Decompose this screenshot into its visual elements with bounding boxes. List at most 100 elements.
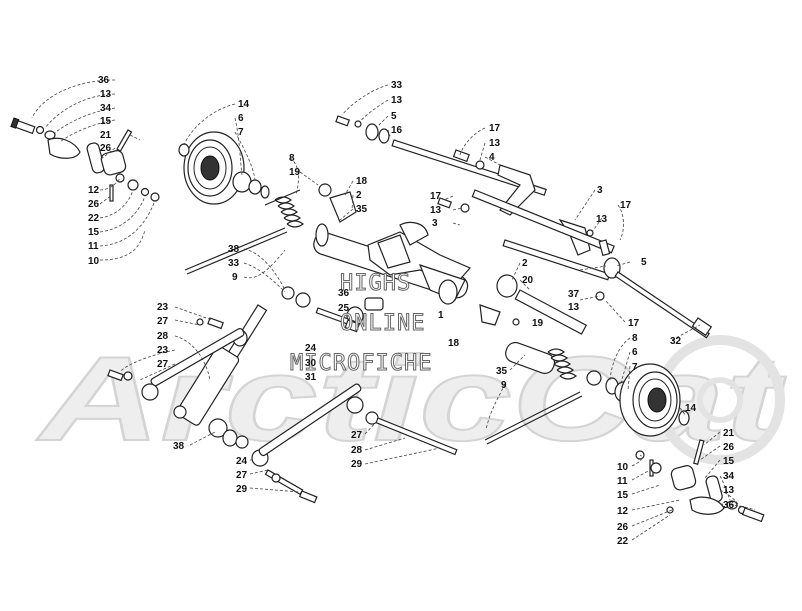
shock-absorber [176, 286, 311, 449]
callout: 27 [236, 470, 248, 481]
callout: 21 [723, 428, 735, 439]
callout: 10 [88, 256, 100, 267]
callout: 9 [232, 272, 238, 283]
spring-bushing [318, 183, 332, 197]
callout: 14 [685, 403, 697, 414]
callout: 28 [157, 331, 169, 342]
callout: 35 [356, 204, 368, 215]
callout: 13 [391, 95, 403, 106]
callout: 17 [489, 123, 501, 134]
callout: 6 [632, 347, 638, 358]
watermark-line-1: HIGHS [340, 271, 411, 296]
callout: 19 [532, 318, 544, 329]
callout: 27 [351, 430, 363, 441]
callout: 13 [723, 485, 735, 496]
microfiche-watermark: HIGHS ONLINE MICROFICHE [290, 271, 432, 377]
callout: 26 [100, 143, 112, 154]
upper-left-bolt [10, 117, 36, 135]
callout: 13 [100, 89, 112, 100]
center-right-rods [479, 274, 605, 335]
callout: 38 [228, 244, 240, 255]
callout: 31 [305, 372, 317, 383]
callout: 29 [236, 484, 248, 495]
callout: 17 [430, 191, 442, 202]
callout: 22 [88, 213, 100, 224]
callout: 33 [391, 80, 403, 91]
callout: 15 [100, 116, 112, 127]
upper-link-arm [107, 317, 248, 401]
callout: 3 [597, 185, 603, 196]
pivot-bracket [329, 191, 357, 223]
callout: 23 [157, 302, 169, 313]
callout: 12 [617, 506, 629, 517]
callout: 6 [238, 113, 244, 124]
upper-idler-wheel [178, 131, 270, 205]
callout: 5 [391, 111, 397, 122]
callout: 26 [617, 522, 629, 533]
callout: 27 [157, 316, 169, 327]
callout: 33 [228, 258, 240, 269]
washer [35, 125, 45, 135]
callout: 29 [351, 459, 363, 470]
leader-lines [31, 79, 756, 541]
callout: 8 [632, 333, 638, 344]
callout: 7 [238, 127, 244, 138]
callout: 27 [157, 359, 169, 370]
washer [44, 130, 56, 140]
callout: 8 [289, 153, 295, 164]
left-torsion-spring [184, 189, 305, 275]
callout: 17 [628, 318, 640, 329]
callout: 5 [641, 257, 647, 268]
callout: 13 [430, 205, 442, 216]
callout: 22 [617, 536, 629, 547]
callout: 18 [448, 338, 460, 349]
callout: 13 [489, 138, 501, 149]
lower-link-arm [173, 383, 458, 504]
callout: 15 [617, 490, 629, 501]
callout: 12 [88, 185, 100, 196]
callout: 24 [236, 456, 248, 467]
callout: 36 [723, 500, 735, 511]
callout: 25 [338, 303, 350, 314]
callout: 32 [670, 336, 682, 347]
callout: 11 [617, 476, 628, 487]
axle-block [100, 150, 127, 176]
callout: 16 [391, 125, 403, 136]
callout: 21 [100, 130, 112, 141]
callout: 15 [88, 227, 100, 238]
callout: 30 [305, 358, 317, 369]
center-bolt [315, 307, 361, 333]
callout: 24 [305, 343, 317, 354]
center-cross-shaft-assembly [313, 191, 471, 326]
callout: 23 [157, 345, 169, 356]
washer [150, 192, 160, 202]
long-bolt [603, 257, 713, 339]
washer [140, 187, 150, 197]
upper-left-idler-assembly [10, 117, 270, 205]
callout: 20 [522, 275, 534, 286]
callout: 10 [617, 462, 629, 473]
right-torsion-spring [484, 341, 602, 445]
callout: 2 [522, 258, 528, 269]
callout: 36 [98, 75, 110, 86]
callout: 34 [100, 103, 112, 114]
callout: 36 [338, 288, 350, 299]
lower-idler-wheel [605, 363, 690, 437]
cotter-pin [116, 129, 133, 152]
callout: 1 [438, 310, 444, 321]
callout: 15 [723, 456, 735, 467]
callout: 11 [88, 241, 99, 252]
washer [115, 173, 125, 183]
callout: 13 [568, 302, 580, 313]
callout: 7 [632, 362, 638, 373]
watermark-line-3: MICROFICHE [290, 351, 432, 376]
callout: 13 [596, 214, 608, 225]
callout: 3 [432, 218, 438, 229]
callout: 9 [501, 380, 507, 391]
callout: 2 [356, 190, 362, 201]
callout: 37 [568, 289, 580, 300]
callout: 38 [173, 441, 185, 452]
axle-bracket [47, 137, 81, 159]
washer [127, 179, 139, 191]
